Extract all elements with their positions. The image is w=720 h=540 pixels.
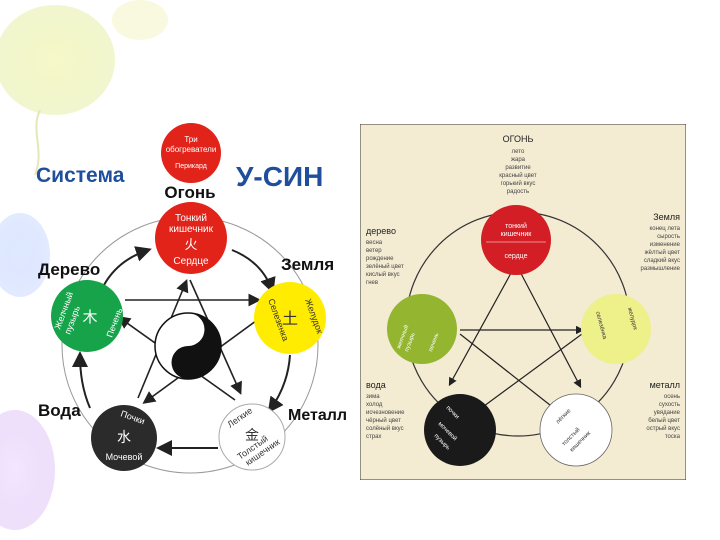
glyph-wood: 木 (82, 309, 97, 326)
svg-text:гнев: гнев (366, 280, 378, 286)
label-fire: Огонь (164, 183, 215, 202)
circle-earth (254, 282, 326, 354)
svg-text:чёрный цвет: чёрный цвет (366, 417, 401, 424)
r-water-heading: вода (366, 380, 386, 390)
r-circle-wood (387, 294, 457, 364)
svg-text:Три: Три (184, 135, 197, 144)
r-circle-earth (581, 294, 651, 364)
glyph-metal: 金 (245, 427, 259, 443)
arrow-water-to-wood (72, 351, 91, 409)
svg-text:зелёный цвет: зелёный цвет (366, 263, 404, 270)
svg-text:горький вкус: горький вкус (501, 180, 536, 187)
svg-text:увядание: увядание (654, 410, 681, 416)
svg-text:сердце: сердце (504, 253, 527, 260)
circle-fire (155, 202, 227, 274)
label-wood: Дерево (38, 260, 100, 279)
circle-three-heaters (161, 123, 221, 183)
svg-text:кишечник: кишечник (501, 231, 533, 238)
svg-text:сладкий вкус: сладкий вкус (644, 257, 680, 264)
svg-text:осень: осень (664, 394, 680, 400)
title-u-sin: У-СИН (236, 161, 323, 192)
svg-text:Мочевой: Мочевой (106, 452, 143, 462)
bubble-yellow-corner (112, 0, 168, 40)
svg-text:красный цвет: красный цвет (499, 172, 537, 179)
svg-text:Перикард: Перикард (175, 163, 207, 170)
label-earth: Земля (281, 255, 334, 274)
svg-text:кишечник: кишечник (169, 224, 214, 235)
wu-xing-diagram-left: Система У-СИН Три обогреватели Перикард … (36, 123, 347, 474)
svg-text:исчезновение: исчезновение (366, 410, 405, 416)
svg-text:рождение: рождение (366, 256, 394, 262)
bubble-green (0, 5, 115, 115)
svg-text:ветер: ветер (366, 248, 382, 254)
wu-xing-diagram-right: ОГОНЬ лето жара развитие красный цвет го… (360, 124, 686, 480)
r-star-1 (448, 263, 517, 387)
r-circle-metal (539, 393, 613, 467)
svg-text:изменение: изменение (650, 242, 681, 248)
bubble-purple (0, 410, 55, 530)
r-circle-water (424, 394, 496, 466)
circle-wood (51, 280, 123, 352)
svg-text:конец лета: конец лета (650, 226, 681, 232)
svg-text:Тонкий: Тонкий (175, 213, 207, 224)
svg-text:лето: лето (512, 149, 525, 155)
svg-text:кислый вкус: кислый вкус (366, 271, 400, 278)
r-star-4 (459, 333, 557, 411)
svg-text:зима: зима (366, 394, 380, 400)
r-earth-heading: Земля (653, 212, 680, 222)
svg-text:солёный вкус: солёный вкус (366, 425, 404, 432)
svg-text:весна: весна (366, 240, 383, 246)
svg-text:сырость: сырость (657, 234, 680, 240)
glyph-fire: 火 (184, 237, 197, 252)
glyph-earth: 土 (282, 310, 298, 328)
circle-water (91, 405, 157, 471)
r-wood-heading: дерево (366, 226, 396, 236)
svg-text:Сердце: Сердце (173, 256, 209, 267)
circle-metal (218, 403, 286, 471)
glyph-water: 水 (117, 429, 131, 445)
bubble-blue (0, 213, 50, 297)
svg-text:обогреватели: обогреватели (166, 145, 217, 154)
r-fire-heading: ОГОНЬ (503, 134, 534, 144)
label-water: Вода (38, 401, 81, 420)
svg-text:развитие: развитие (505, 165, 531, 171)
svg-text:жара: жара (511, 157, 526, 163)
svg-text:страх: страх (366, 434, 381, 440)
r-star-5 (478, 333, 583, 411)
svg-text:жёлтый цвет: жёлтый цвет (645, 249, 681, 256)
svg-text:желудок: желудок (626, 307, 638, 331)
r-metal-heading: металл (650, 380, 680, 390)
balloon-string (34, 109, 41, 176)
title-sistema: Система (36, 164, 125, 187)
svg-text:белый цвет: белый цвет (648, 417, 680, 424)
svg-text:тоска: тоска (665, 434, 681, 440)
yin-yang-icon (154, 312, 222, 380)
svg-text:острый вкус: острый вкус (646, 425, 680, 432)
r-circle-fire (481, 205, 551, 275)
svg-text:размышление: размышление (641, 266, 681, 272)
svg-text:тонкий: тонкий (505, 222, 527, 230)
label-metal: Металл (288, 407, 347, 424)
arrow-fire-to-earth (231, 249, 276, 294)
svg-text:радость: радость (507, 189, 529, 195)
arrow-earth-to-metal (267, 354, 291, 414)
svg-text:сухость: сухость (659, 402, 680, 408)
svg-text:холод: холод (366, 402, 383, 408)
r-star-2 (515, 263, 582, 389)
arrow-wood-to-fire (103, 246, 152, 286)
